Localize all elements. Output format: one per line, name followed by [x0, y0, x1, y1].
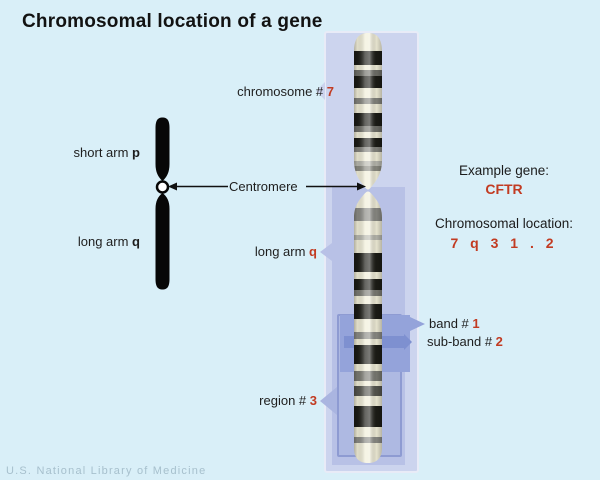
chromosome-number-label: chromosome # 7 — [237, 84, 334, 99]
region-label-text: region # — [259, 393, 310, 408]
page-title: Chromosomal location of a gene — [22, 11, 323, 32]
region-label: region # 3 — [259, 393, 317, 408]
chromosomal-location-label: Chromosomal location: — [434, 216, 574, 231]
centromere-label: Centromere — [229, 179, 298, 194]
subband-arrow-head-icon — [404, 334, 412, 350]
long-arm-label-text: long arm — [254, 244, 310, 259]
region-label-number: 3 — [309, 393, 317, 408]
band-label-number: 1 — [472, 316, 480, 331]
chromosome-label-number: 7 — [326, 84, 334, 99]
mini-long-arm-text: long arm — [77, 234, 133, 249]
mini-centromere-circle — [155, 180, 170, 194]
short-arm-symbol: p — [132, 145, 140, 160]
chromosomal-location-value: 7 q 3 1 . 2 — [450, 235, 558, 251]
mini-long-arm — [155, 193, 170, 290]
left-arrowhead-icon — [168, 182, 177, 191]
mini-long-arm-symbol: q — [132, 234, 140, 249]
subband-label-text: sub-band # — [427, 334, 496, 349]
band-label-text: band # — [429, 316, 473, 331]
gene-name: CFTR — [485, 181, 523, 197]
example-gene-label: Example gene: — [458, 163, 550, 178]
long-arm-label: long arm q — [255, 244, 317, 259]
chromosome-label-text: chromosome # — [237, 84, 327, 99]
subband-label: sub-band # 2 — [427, 334, 503, 349]
subband-arrow — [344, 336, 405, 348]
region-box-pointer-icon — [320, 387, 337, 415]
short-arm-text: short arm — [73, 145, 133, 160]
band-label: band # 1 — [429, 316, 480, 331]
short-arm-label: short arm p — [74, 145, 140, 160]
band-box-arrow-icon — [410, 317, 425, 331]
mini-long-arm-label: long arm q — [78, 234, 140, 249]
long-arm-label-number: q — [309, 244, 317, 259]
mini-chromosome-figure — [155, 117, 170, 290]
chromosome-box-pointer-icon — [316, 82, 325, 100]
mini-short-arm — [155, 117, 170, 181]
gene-info-panel: Example gene: CFTR Chromosomal location:… — [424, 163, 584, 251]
long-arm-box-pointer-icon — [320, 243, 332, 261]
source-attribution: U.S. National Library of Medicine — [6, 465, 207, 477]
subband-label-number: 2 — [495, 334, 503, 349]
